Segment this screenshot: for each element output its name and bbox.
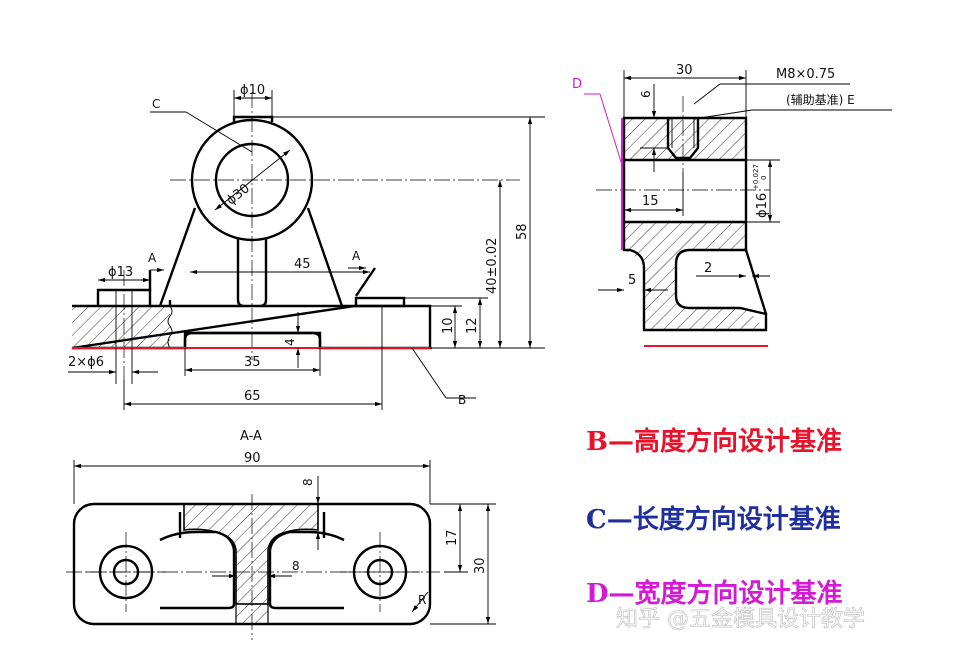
top-boss [232,115,274,122]
dim-rib-8-top: 8 [301,478,315,486]
dim-height-58: 58 [515,223,530,240]
dim-base-12: 12 [465,317,480,334]
dim-rib-8-mid: 8 [292,559,300,573]
dim-width-30: 30 [473,557,488,574]
dim-spacing-45: 45 [294,257,311,272]
legend: B—高度方向设计基准 C—长度方向设计基准 D—宽度方向设计基准 [586,426,843,609]
front-view: C B ϕ10 ϕ30 ϕ13 A A 45 40±0.02 58 [68,83,545,410]
legend-item-height-datum: B—高度方向设计基准 [586,426,842,457]
dim-top-boss-dia: ϕ10 [240,83,265,98]
right-boss [354,296,406,308]
dim-slot-35: 35 [244,355,261,370]
dim-length-90: 90 [244,451,261,466]
dim-holes-2x6: 2×ϕ6 [68,355,104,370]
watermark: 知乎 @五金模具设计教学 [616,607,865,632]
side-hatch-top [624,118,746,160]
dim-gap-2: 2 [704,261,712,276]
dim-bore-tol-upper: +0.027 [752,164,760,190]
dim-slot-4: 4 [283,338,297,346]
datum-c-label: C [152,97,160,111]
datum-b-label: B [458,393,466,407]
dim-ring-dia: ϕ30 [224,181,253,208]
dim-bore-tol-lower: 0 [760,176,768,180]
dim-height-40: 40±0.02 [485,238,500,294]
dim-hole-dia: ϕ13 [108,265,133,280]
dim-bore-dia: ϕ16 [755,193,770,218]
legend-item-length-datum: C—长度方向设计基准 [586,504,841,535]
datum-d-label: D [572,77,582,92]
dim-side-30: 30 [676,63,693,78]
dim-base-10: 10 [441,317,456,334]
dim-width-17: 17 [445,529,460,546]
dim-thread: M8×0.75 [776,67,835,82]
legend-item-width-datum: D—宽度方向设计基准 [586,578,843,609]
t-section-hatch [183,503,319,605]
section-title: A-A [240,429,262,444]
section-a-right: A [352,249,361,263]
dim-length-15: 15 [642,194,659,209]
dim-length-65: 65 [244,389,261,404]
dim-aux-datum: (辅助基准) E [786,93,855,107]
section-view: A-A 90 8 8 [66,429,496,640]
dim-wall-5: 5 [628,273,636,288]
dim-depth-6: 6 [639,90,653,98]
section-a-left: A [148,251,157,265]
dim-radius: R [418,593,426,607]
side-view: D 30 M8×0.75 (辅助基准) E 6 15 ϕ16 +0.027 0 [572,63,892,347]
